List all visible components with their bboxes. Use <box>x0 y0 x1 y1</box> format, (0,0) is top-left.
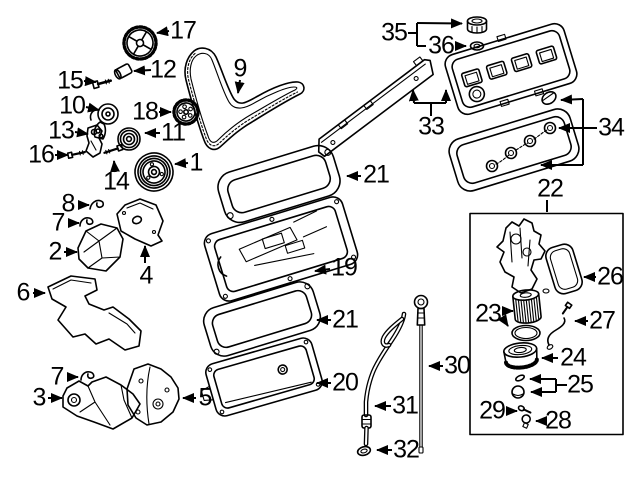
leader-1 <box>174 158 189 169</box>
filter-cap-24 <box>503 342 539 370</box>
retainer-clip-8 <box>89 199 105 210</box>
callout-14: 14 <box>103 167 130 196</box>
callout-17: 17 <box>170 16 197 45</box>
timing-belt-9 <box>184 47 305 151</box>
oil-pan-gasket-21-upper <box>217 144 341 224</box>
callout-5: 5 <box>198 383 213 412</box>
callout-20: 20 <box>332 368 359 397</box>
callout-26: 26 <box>597 262 624 291</box>
valve-cover-33 <box>444 22 578 116</box>
detail-inset-box <box>469 212 624 436</box>
callout-21-upper: 21 <box>363 160 390 189</box>
retainer-clip-7-upper <box>79 217 94 227</box>
leader-15 <box>83 76 97 87</box>
callout-30: 30 <box>444 351 471 380</box>
callout-33: 33 <box>418 112 445 141</box>
callout-34: 34 <box>598 113 625 142</box>
callout-36: 36 <box>428 31 455 60</box>
camshaft-sprocket-17 <box>122 25 158 61</box>
bolt-15 <box>91 78 112 90</box>
callout-7-lower: 7 <box>50 362 65 391</box>
oil-filter-element-23 <box>512 289 542 324</box>
callout-13: 13 <box>48 116 75 145</box>
crankshaft-pulley-1 <box>134 152 174 192</box>
leader-19 <box>314 264 331 275</box>
cover-gasket-6 <box>47 275 142 351</box>
callout-12: 12 <box>150 55 177 84</box>
callout-9: 9 <box>233 54 248 83</box>
timing-cover-4 <box>116 198 164 247</box>
callout-21-lower: 21 <box>332 305 359 334</box>
leader-lines <box>33 18 597 455</box>
retainer-clip-7-lower <box>80 371 95 381</box>
callout-24: 24 <box>560 343 587 372</box>
callout-2: 2 <box>48 237 63 266</box>
callout-8: 8 <box>61 189 76 218</box>
leader-33-left <box>408 89 419 104</box>
tensioner-bracket-13 <box>85 124 103 158</box>
cap-plug-25 <box>511 385 525 399</box>
leader-13 <box>74 127 89 138</box>
upper-oil-pan-19 <box>203 196 359 302</box>
callout-28: 28 <box>545 406 572 435</box>
leader-35 <box>416 18 463 29</box>
callout-7-upper: 7 <box>51 208 66 237</box>
callout-16: 16 <box>28 140 55 169</box>
bolt-16 <box>66 150 86 160</box>
callout-10: 10 <box>59 91 86 120</box>
callout-11: 11 <box>161 118 186 147</box>
oil-dipstick-30 <box>413 294 429 454</box>
callout-18: 18 <box>132 97 159 126</box>
leader-17 <box>156 26 170 37</box>
drain-pipe-27 <box>546 301 573 350</box>
callout-27: 27 <box>589 306 616 335</box>
timing-cover-2 <box>77 223 124 272</box>
leader-12 <box>133 65 152 76</box>
idler-pulley-11 <box>117 127 141 151</box>
leader-9 <box>234 79 245 94</box>
roller-pin-12 <box>113 63 133 80</box>
callout-29: 29 <box>479 396 506 425</box>
lower-timing-cover-3 <box>62 376 141 430</box>
tube-o-ring-32 <box>356 445 372 457</box>
cap-seal-25 <box>515 374 525 382</box>
oil-pan-gasket-21-lower <box>202 281 322 357</box>
dipstick-tube-31 <box>361 311 407 447</box>
callout-15: 15 <box>57 66 84 95</box>
check-valve-28 <box>521 414 531 429</box>
callout-23: 23 <box>475 299 502 328</box>
oil-filler-cap-35 <box>466 16 488 34</box>
callout-6: 6 <box>16 278 31 307</box>
lower-timing-cover-5 <box>126 363 180 426</box>
filter-o-ring-23 <box>511 324 541 342</box>
callout-1: 1 <box>189 148 204 177</box>
leader-23-oring <box>497 314 509 327</box>
callout-3: 3 <box>32 383 47 412</box>
leader-34-top <box>560 94 584 105</box>
spark-plug-seals-34 <box>485 121 557 173</box>
callout-19: 19 <box>331 253 358 282</box>
oil-filter-housing-26 <box>496 218 583 295</box>
bracket-35-36 <box>408 23 426 47</box>
callout-22: 22 <box>537 174 564 203</box>
cover-rail-33 <box>317 56 434 158</box>
valve-cover-gasket-22 <box>448 108 580 192</box>
bracket-25 <box>555 379 567 392</box>
bolt-14 <box>103 143 124 155</box>
callout-35: 35 <box>381 18 408 47</box>
bracket-33 <box>414 102 446 116</box>
leader-10 <box>85 102 100 113</box>
camshaft-plug-34 <box>541 90 557 106</box>
callout-4: 4 <box>139 261 154 290</box>
leader-14 <box>110 160 120 173</box>
bolt-29 <box>517 405 532 414</box>
lower-oil-pan-20 <box>200 337 323 417</box>
callout-32: 32 <box>393 435 420 464</box>
callout-31: 31 <box>392 391 419 420</box>
callout-25: 25 <box>567 370 594 399</box>
